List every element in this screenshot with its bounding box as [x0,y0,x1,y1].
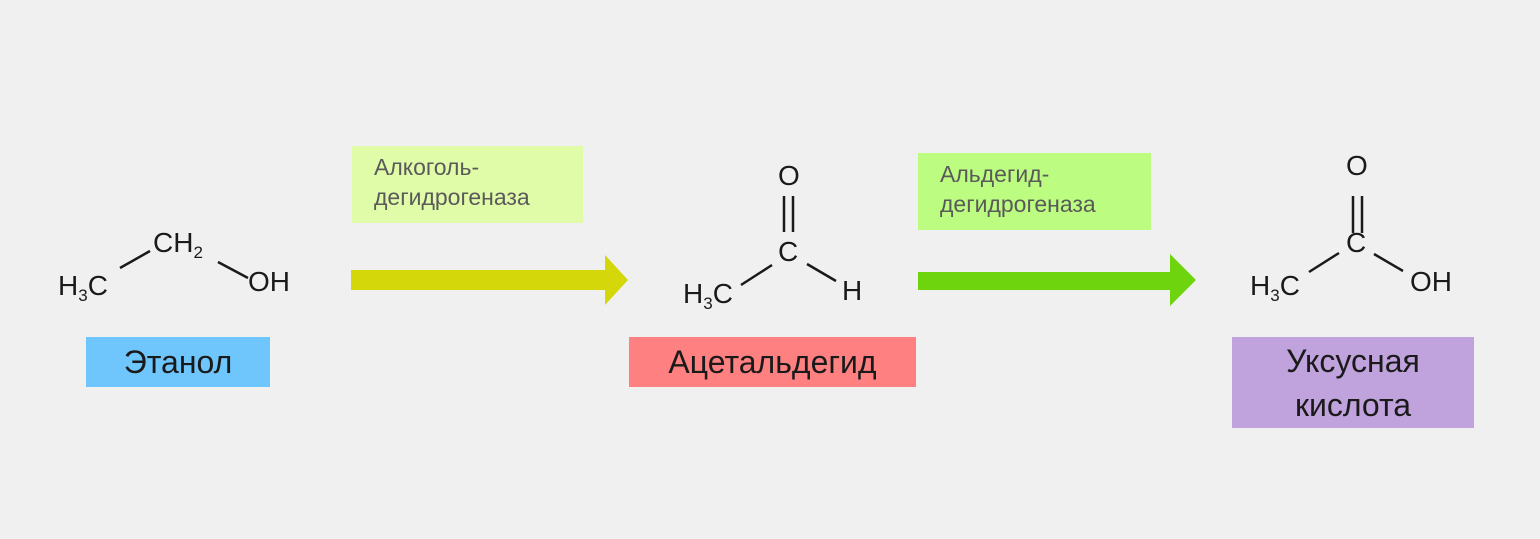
enzyme-line2: дегидрогеназа [940,191,1096,217]
bond [740,263,773,287]
acetaldehyde-h: H [842,275,863,306]
enzyme-line1: Альдегид- [940,161,1050,187]
enzyme-line2: дегидрогеназа [374,184,530,210]
acetaldehyde-o: O [778,160,800,191]
label-line2: кислота [1294,386,1412,423]
acetic-acid-h3c: H3C [1250,270,1300,305]
ethanol-h3c: H3C [58,270,108,305]
bond [1373,252,1404,273]
ethanol-ch2: CH2 [153,227,203,262]
acetic-acid-o: O [1346,150,1368,181]
bond [1308,251,1340,274]
bond [119,249,151,270]
ethanol-oh: OH [248,266,290,297]
bond [806,262,837,283]
enzyme-line1: Алкоголь- [374,154,480,180]
label-line1: Уксусная [1286,342,1420,379]
ethanol-label: Этанол [86,337,270,387]
bond [217,260,249,280]
enzyme-alcohol-dehydrogenase: Алкоголь- дегидрогеназа [352,146,583,223]
acetaldehyde-h3c: H3C [683,278,733,313]
acetic-acid-c: C [1346,227,1367,258]
enzyme-aldehyde-dehydrogenase: Альдегид- дегидрогеназа [918,153,1151,230]
acetic-acid-oh: OH [1410,266,1452,297]
acetaldehyde-c: C [778,236,799,267]
reaction-arrow-2 [918,254,1196,306]
acetic-acid-label: Уксусная кислота [1232,337,1474,428]
reaction-arrow-1 [351,255,628,305]
acetaldehyde-label: Ацетальдегид [629,337,916,387]
